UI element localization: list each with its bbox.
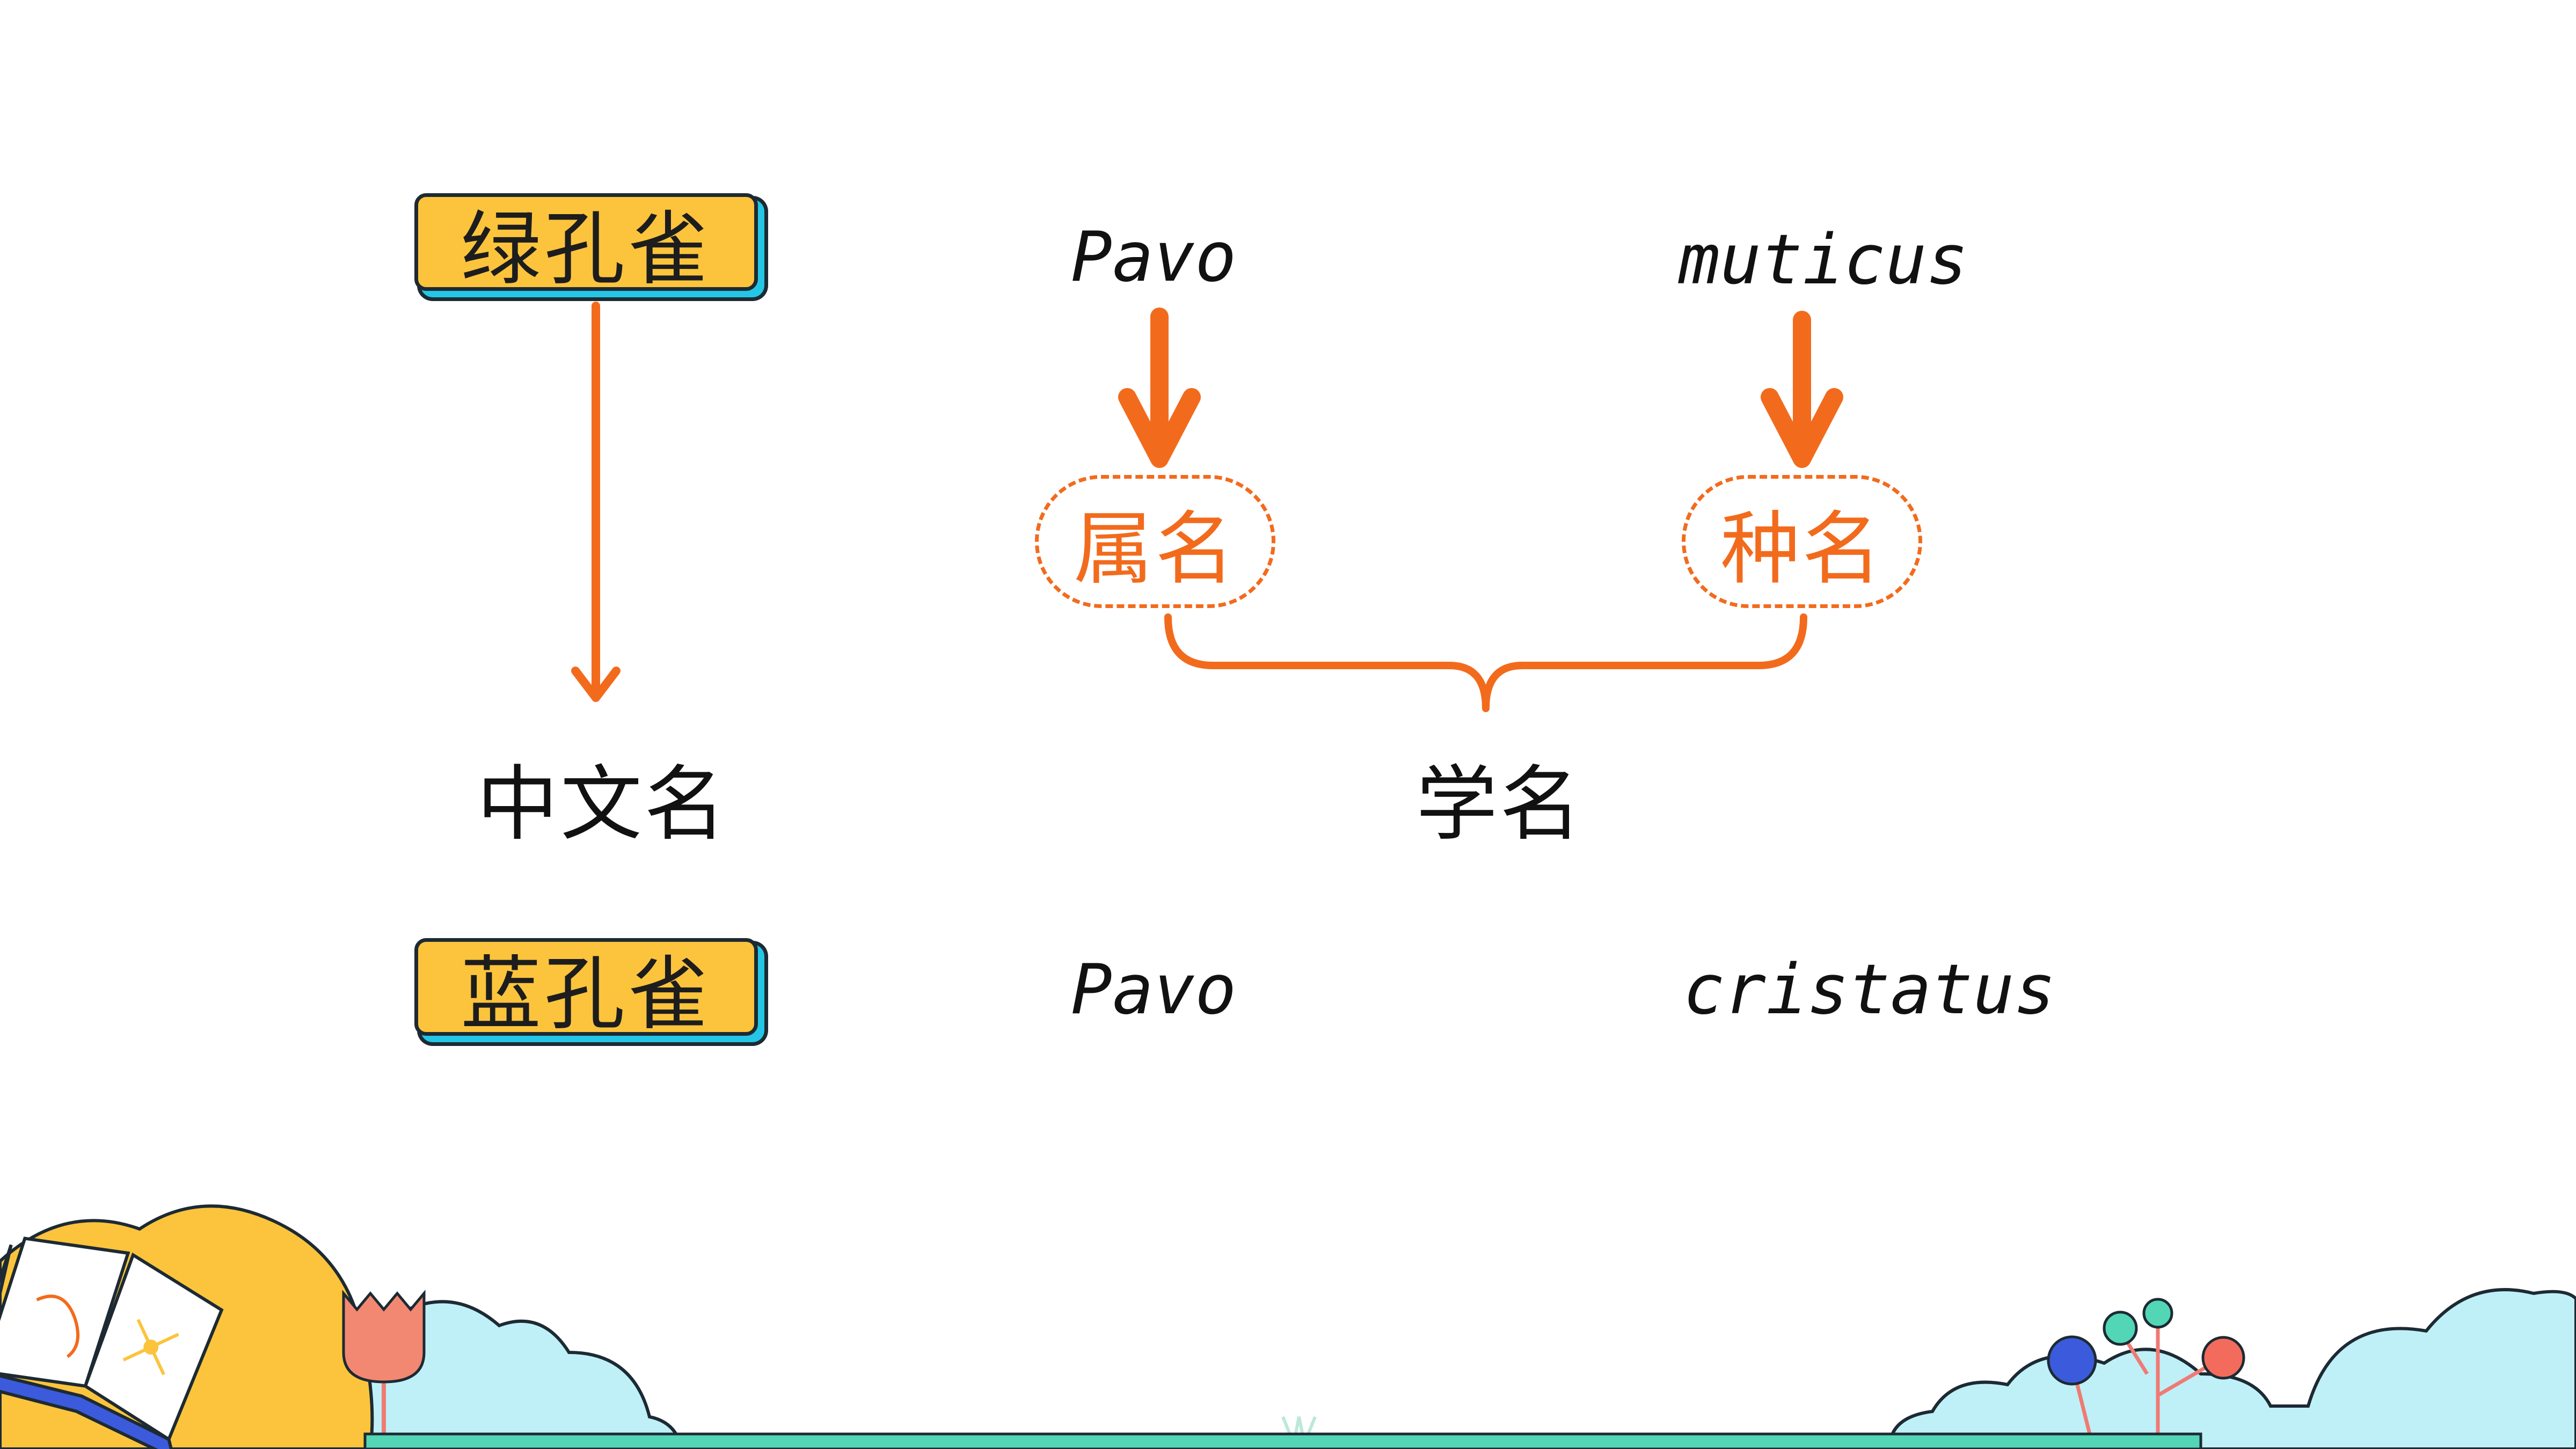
species-name-pill: 种名: [1682, 475, 1922, 608]
lollipop-tree-icon: [2047, 1298, 2245, 1449]
genus-name-pill: 属名: [1035, 475, 1275, 608]
species-cristatus: cristatus: [1683, 950, 2056, 1030]
species-arrow: [1761, 311, 1843, 468]
cloud-icon: [1887, 1288, 2576, 1449]
tag-green-peacock: 绿孔雀: [414, 193, 758, 296]
genus-arrow: [1118, 308, 1201, 468]
species-name-label: 种名: [1720, 502, 1884, 595]
tulip-icon: [342, 1290, 426, 1449]
ground-strip: [363, 1432, 2202, 1449]
genus-pavo-row2: Pavo: [1071, 950, 1237, 1030]
blue-peacock-label: 蓝孔雀: [460, 947, 712, 1041]
genus-pavo-row1: Pavo: [1071, 217, 1237, 297]
species-muticus: muticus: [1679, 220, 1968, 300]
green-peacock-label: 绿孔雀: [460, 202, 712, 296]
chinese-name-label: 中文名: [477, 757, 728, 852]
open-book-icon: [0, 1236, 224, 1449]
scientific-name-label: 学名: [1416, 757, 1583, 852]
chinese-name-arrow: [571, 302, 621, 702]
tag-blue-peacock: 蓝孔雀: [414, 938, 758, 1041]
scientific-name-brace: [1164, 613, 1807, 712]
genus-name-label: 属名: [1074, 502, 1237, 595]
